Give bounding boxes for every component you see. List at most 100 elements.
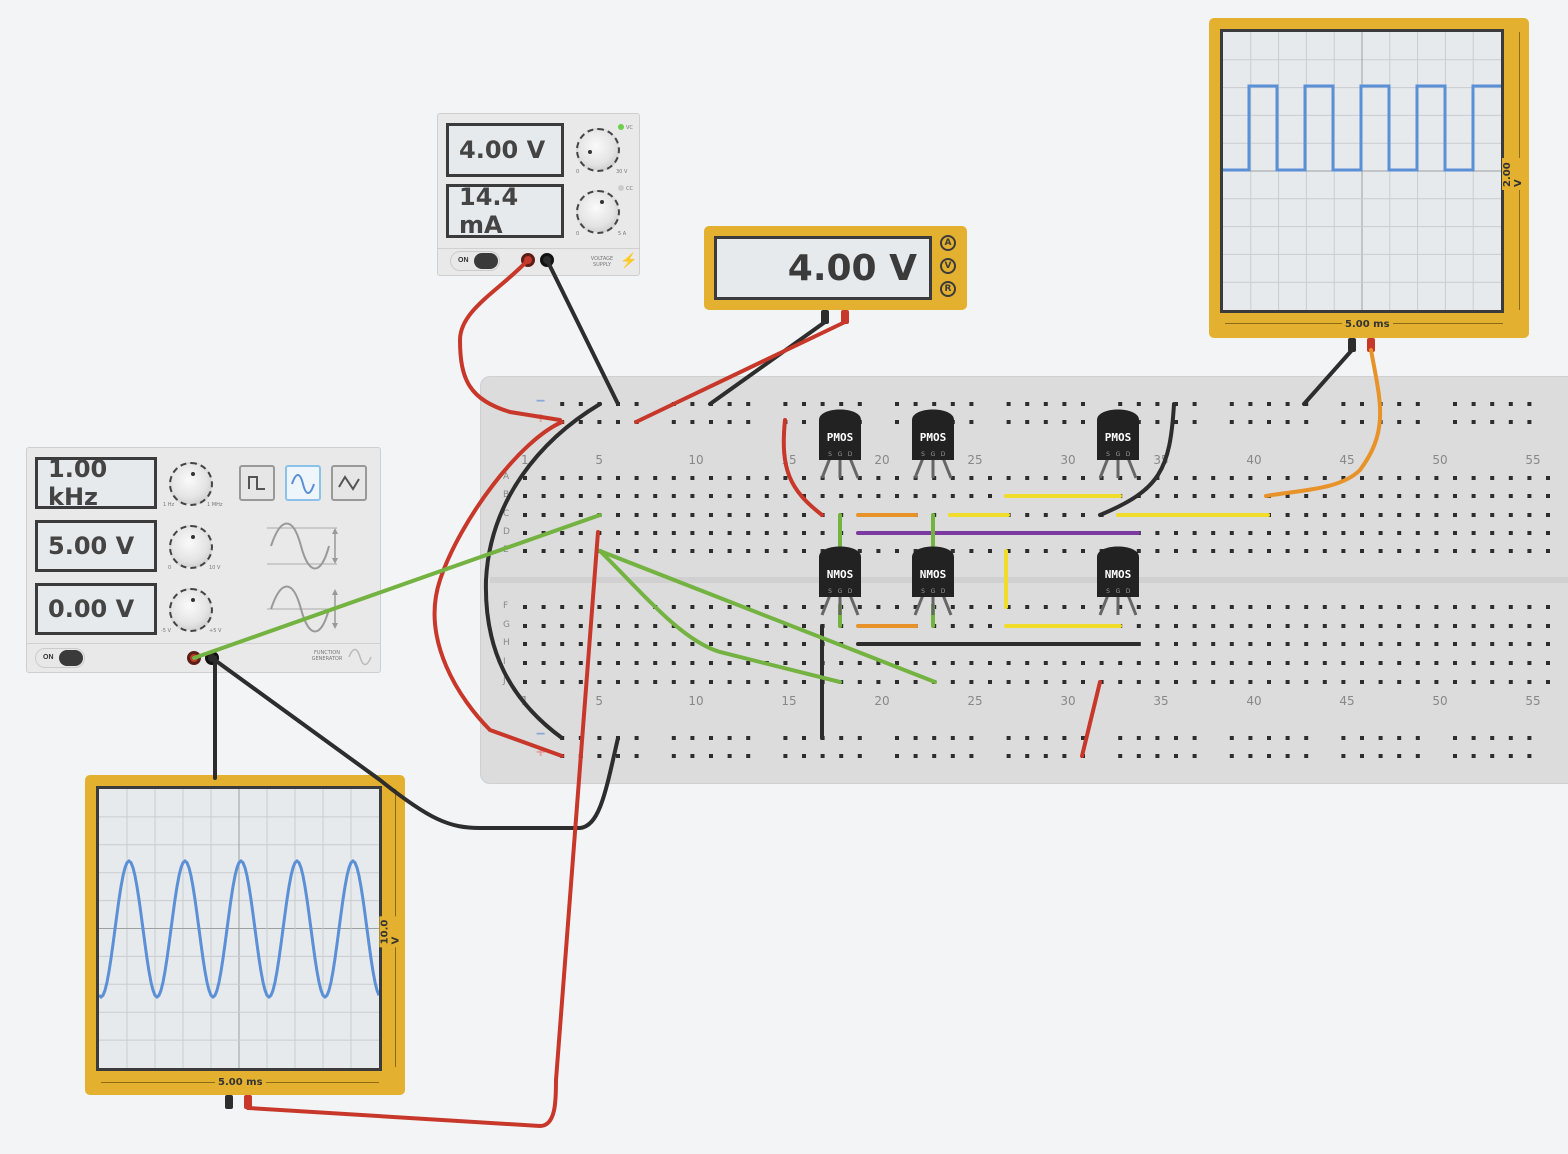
breadboard-hole [1267, 736, 1271, 740]
breadboard-hole [1136, 531, 1141, 535]
multimeter-mode-a[interactable]: A [940, 235, 956, 251]
breadboard-hole [1136, 549, 1141, 553]
breadboard-hole [988, 605, 992, 609]
scope-top-black-probe[interactable] [1348, 338, 1356, 352]
breadboard-hole [857, 736, 862, 740]
breadboard-hole [1081, 624, 1085, 628]
power-supply[interactable]: 4.00 V 14.4 mA 0 30 V 0 5 A VC CC ON VOL… [437, 113, 640, 276]
breadboard-hole [578, 624, 583, 628]
breadboard-hole [1527, 754, 1532, 758]
breadboard-hole [1229, 531, 1234, 535]
triangle-wave-button[interactable] [331, 465, 367, 501]
breadboard-hole [1043, 624, 1048, 628]
multimeter-mode-v[interactable]: V [940, 258, 956, 274]
multimeter-mode-r[interactable]: R [940, 281, 956, 297]
power-supply-brand: VOLTAGE SUPPLY [590, 256, 614, 268]
scope-top-red-probe[interactable] [1367, 338, 1375, 352]
amp-max-label: 10 V [209, 565, 221, 571]
breadboard-hole [560, 513, 565, 517]
power-supply-negative-terminal[interactable] [540, 253, 554, 267]
breadboard-hole [1211, 680, 1216, 684]
breadboard-hole [820, 549, 825, 553]
breadboard-hole [709, 605, 713, 609]
multimeter-red-probe[interactable] [841, 310, 849, 324]
power-supply-on-switch[interactable]: ON [450, 251, 500, 271]
breadboard-hole [1081, 605, 1085, 609]
breadboard-hole [1508, 754, 1513, 758]
breadboard-hole [1136, 513, 1141, 517]
breadboard-hole [541, 476, 546, 480]
breadboard-hole [1136, 661, 1141, 665]
breadboard-hole [895, 624, 899, 628]
function-generator-on-switch[interactable]: ON [35, 648, 85, 668]
breadboard-hole [1229, 624, 1234, 628]
breadboard-hole [1453, 642, 1457, 646]
amplitude-knob[interactable] [169, 525, 213, 569]
sine-wave-button[interactable] [285, 465, 321, 501]
breadboard-hole [820, 402, 825, 406]
breadboard-hole [1304, 420, 1309, 424]
breadboard-hole [950, 420, 955, 424]
breadboard-hole [1378, 476, 1383, 480]
frequency-knob[interactable] [169, 462, 213, 506]
breadboard-hole [1322, 549, 1327, 553]
oscilloscope-top[interactable]: 5.00 ms 2.00 V [1209, 18, 1529, 338]
voltage-knob[interactable] [576, 128, 620, 172]
breadboard-hole [1304, 680, 1309, 684]
breadboard-hole [653, 661, 658, 665]
knob2-max-label: 5 A [618, 231, 627, 237]
breadboard-hole [969, 624, 974, 628]
breadboard-hole [671, 624, 676, 628]
power-supply-on-label: ON [458, 257, 469, 264]
breadboard-hole [1248, 402, 1253, 406]
breadboard-hole [1229, 680, 1234, 684]
breadboard-hole [895, 549, 899, 553]
breadboard-hole [1508, 402, 1513, 406]
breadboard-hole [1192, 736, 1197, 740]
breadboard-hole [1527, 513, 1532, 517]
breadboard-hole [950, 402, 955, 406]
function-generator-negative-terminal[interactable] [205, 651, 219, 665]
scope-bottom-black-probe[interactable] [225, 1095, 233, 1109]
breadboard-hole [690, 513, 695, 517]
breadboard-hole [1155, 624, 1160, 628]
breadboard-column-number: 15 [781, 694, 797, 708]
breadboard-hole [839, 531, 844, 535]
oscilloscope-bottom[interactable]: 5.00 ms 10.0 V [85, 775, 405, 1095]
breadboard-hole [1211, 605, 1216, 609]
breadboard-hole [1248, 494, 1253, 498]
breadboard-hole [1397, 494, 1402, 498]
breadboard-hole [876, 531, 881, 535]
breadboard-hole [671, 420, 676, 424]
breadboard-hole [616, 531, 620, 535]
breadboard-hole [969, 549, 974, 553]
breadboard-hole [541, 494, 546, 498]
breadboard-column-number: 55 [1525, 694, 1541, 708]
function-generator-positive-terminal[interactable] [187, 651, 201, 665]
offset-knob[interactable] [169, 588, 213, 632]
breadboard-hole [1397, 680, 1402, 684]
breadboard-hole [1341, 624, 1346, 628]
breadboard-hole [1304, 605, 1309, 609]
breadboard-hole [746, 624, 751, 628]
breadboard-hole [913, 642, 918, 646]
breadboard-hole [950, 549, 955, 553]
breadboard-hole [1304, 549, 1309, 553]
multimeter-black-probe[interactable] [821, 310, 829, 324]
square-wave-button[interactable] [239, 465, 275, 501]
power-supply-positive-terminal[interactable] [521, 253, 535, 267]
breadboard-hole [1508, 736, 1513, 740]
function-generator[interactable]: 1.00 kHz 5.00 V 0.00 V 1 Hz 1 MHz 0 10 V… [26, 447, 381, 673]
breadboard-hole [783, 402, 788, 406]
scope-bottom-red-probe[interactable] [244, 1095, 252, 1109]
breadboard-hole [727, 661, 732, 665]
breadboard-hole [1285, 402, 1290, 406]
cv-indicator-icon [618, 124, 624, 130]
breadboard-hole [1174, 605, 1178, 609]
breadboard-hole [690, 476, 695, 480]
current-knob[interactable] [576, 190, 620, 234]
breadboard-hole [1378, 754, 1383, 758]
breadboard-hole [597, 642, 602, 646]
breadboard-hole [857, 531, 862, 535]
